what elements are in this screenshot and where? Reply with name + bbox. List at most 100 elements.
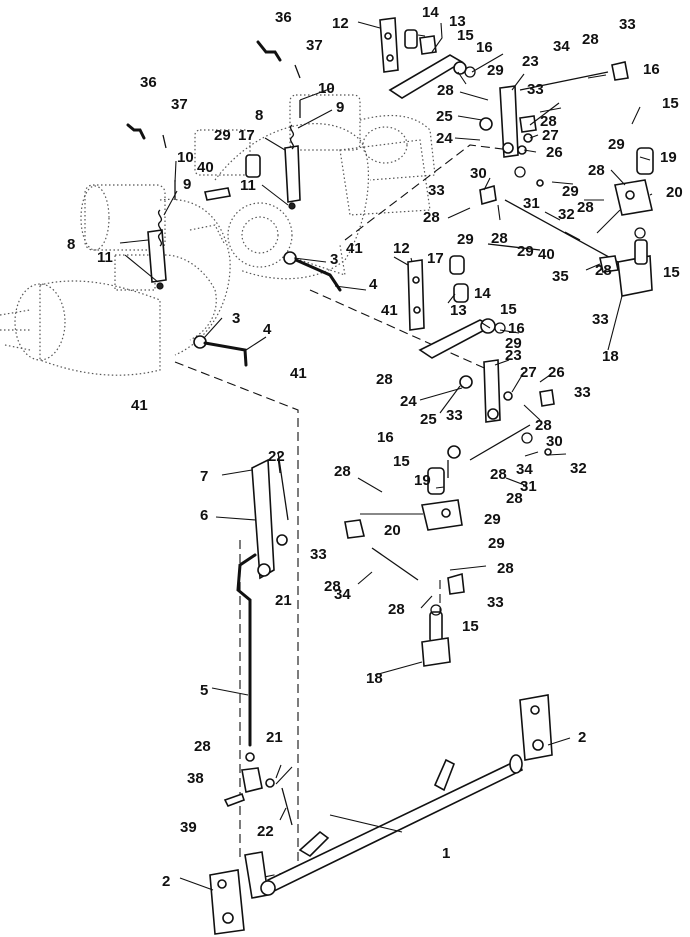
callout-29: 29	[484, 511, 501, 528]
callout-27: 27	[520, 364, 537, 381]
callout-23: 23	[505, 347, 522, 364]
callout-8: 8	[67, 236, 75, 253]
callout-15: 15	[662, 95, 679, 112]
callout-41: 41	[381, 302, 398, 319]
callout-21: 21	[275, 592, 292, 609]
callout-3: 3	[232, 310, 240, 327]
callout-20: 20	[666, 184, 683, 201]
callout-21: 21	[266, 729, 283, 746]
callout-18: 18	[602, 348, 619, 365]
callout-29: 29	[488, 535, 505, 552]
callout-11: 11	[97, 249, 113, 266]
callout-30: 30	[546, 433, 563, 450]
callout-15: 15	[462, 618, 479, 635]
callout-19: 19	[414, 472, 431, 489]
callout-15: 15	[500, 301, 517, 318]
callout-24: 24	[400, 393, 417, 410]
callout-40: 40	[197, 159, 214, 176]
callout-10: 10	[177, 149, 194, 166]
callout-41: 41	[346, 240, 363, 257]
callout-28: 28	[194, 738, 211, 755]
callout-29: 29	[562, 183, 579, 200]
callout-17: 17	[238, 127, 255, 144]
callout-28: 28	[437, 82, 454, 99]
callout-13: 13	[449, 13, 466, 30]
callout-28: 28	[588, 162, 605, 179]
lower-bracket-assembly	[407, 255, 506, 359]
top-small-parts	[126, 40, 541, 251]
callout-1: 1	[442, 845, 450, 862]
callout-31: 31	[520, 478, 537, 495]
alignment-lines	[174, 144, 511, 881]
callout-4: 4	[263, 321, 272, 338]
callout-6: 6	[200, 507, 208, 524]
callout-16: 16	[377, 429, 394, 446]
callout-33: 33	[428, 182, 445, 199]
callout-33: 33	[527, 81, 544, 98]
control-link-left	[193, 251, 342, 367]
callout-29: 29	[505, 335, 522, 352]
callout-37: 37	[306, 37, 323, 54]
lift-link-assembly	[223, 451, 293, 826]
callout-28: 28	[595, 262, 612, 279]
callout-33: 33	[574, 384, 591, 401]
callout-35: 35	[552, 268, 569, 285]
callout-39: 39	[180, 819, 197, 836]
callout-22: 22	[268, 448, 285, 465]
callout-28: 28	[497, 560, 514, 577]
callout-15: 15	[393, 453, 410, 470]
rockshaft-assembly	[209, 694, 553, 935]
callout-34: 34	[334, 586, 351, 603]
callout-28: 28	[535, 417, 552, 434]
callout-2: 2	[578, 729, 586, 746]
callout-18: 18	[366, 670, 383, 687]
callout-27: 27	[542, 127, 559, 144]
callout-33: 33	[446, 407, 463, 424]
callout-15: 15	[457, 27, 474, 44]
callout-17: 17	[427, 250, 444, 267]
callout-28: 28	[423, 209, 440, 226]
callout-41: 41	[131, 397, 148, 414]
leader-lines	[119, 21, 653, 891]
engine-transmission-outline-right	[194, 94, 436, 280]
callout-20: 20	[384, 522, 401, 539]
callout-36: 36	[275, 9, 292, 26]
callout-24: 24	[436, 130, 453, 147]
upper-bracket-assembly	[379, 17, 476, 99]
callout-29: 29	[487, 62, 504, 79]
callout-30: 30	[470, 165, 487, 182]
callout-23: 23	[522, 53, 539, 70]
middle-upper-lever	[479, 85, 544, 187]
callout-12: 12	[393, 240, 410, 257]
callout-33: 33	[592, 311, 609, 328]
callout-32: 32	[558, 206, 575, 223]
callout-11: 11	[240, 177, 256, 194]
callout-22: 22	[257, 823, 274, 840]
right-upper-actuator	[479, 61, 654, 297]
callout-7: 7	[200, 468, 208, 485]
callout-8: 8	[255, 107, 263, 124]
callout-13: 13	[450, 302, 467, 319]
callout-26: 26	[546, 144, 563, 161]
spring-assembly-right	[284, 100, 301, 210]
callout-16: 16	[508, 320, 525, 337]
callout-28: 28	[376, 371, 393, 388]
callout-3: 3	[330, 251, 338, 268]
callout-14: 14	[422, 4, 439, 21]
callout-25: 25	[436, 108, 453, 125]
callout-34: 34	[553, 38, 570, 55]
callout-2: 2	[162, 873, 170, 890]
callout-15: 15	[663, 264, 680, 281]
callout-28: 28	[582, 31, 599, 48]
callout-31: 31	[523, 195, 540, 212]
callout-9: 9	[183, 176, 191, 193]
callout-16: 16	[476, 39, 493, 56]
callout-10: 10	[318, 80, 335, 97]
callout-38: 38	[187, 770, 204, 787]
callout-4: 4	[369, 276, 378, 293]
callout-19: 19	[660, 149, 677, 166]
callout-28: 28	[491, 230, 508, 247]
callout-28: 28	[540, 113, 557, 130]
callout-29: 29	[457, 231, 474, 248]
